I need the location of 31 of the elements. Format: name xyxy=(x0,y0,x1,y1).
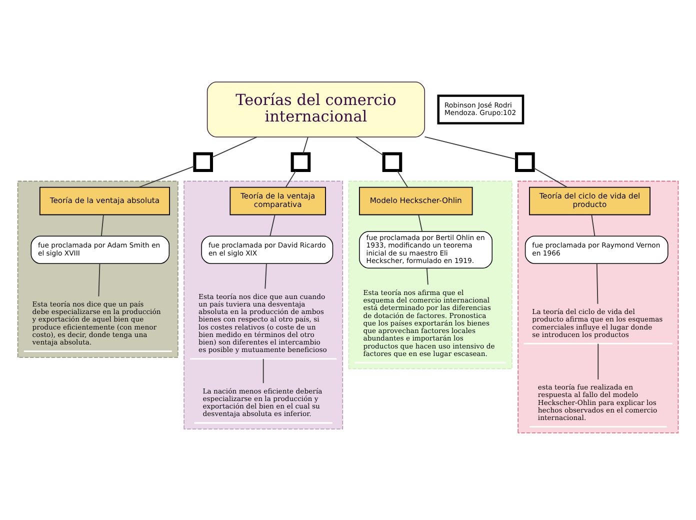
node-box xyxy=(193,152,214,172)
node-box: Teoría de la ventaja absoluta xyxy=(39,186,170,215)
connector xyxy=(138,165,195,188)
connector xyxy=(264,262,267,289)
node-box xyxy=(515,152,535,172)
cluster xyxy=(518,180,679,433)
connector xyxy=(591,214,596,236)
node-box xyxy=(382,152,402,172)
connector xyxy=(262,358,264,384)
connector xyxy=(285,170,296,187)
connector xyxy=(98,262,100,296)
node-box: Teoría del ciclo de vida del producto xyxy=(529,186,650,215)
node-box: Teorías del comercio internacional xyxy=(206,81,426,137)
connector xyxy=(211,136,258,158)
cluster xyxy=(348,180,512,369)
node-box: Teoría de la ventaja comparativa xyxy=(230,186,326,215)
connector xyxy=(598,342,599,380)
connector xyxy=(396,170,408,187)
connector xyxy=(270,214,276,236)
cluster xyxy=(184,180,344,429)
node-box xyxy=(290,152,311,172)
cluster xyxy=(17,180,178,358)
connector xyxy=(532,166,568,188)
connector xyxy=(426,268,428,285)
connector xyxy=(302,136,308,154)
connector xyxy=(418,214,422,232)
connector xyxy=(100,214,104,236)
connector xyxy=(596,262,598,304)
node-box: Modelo Heckscher-Ohlin xyxy=(358,186,473,215)
connector xyxy=(424,136,517,160)
connector xyxy=(355,136,384,156)
